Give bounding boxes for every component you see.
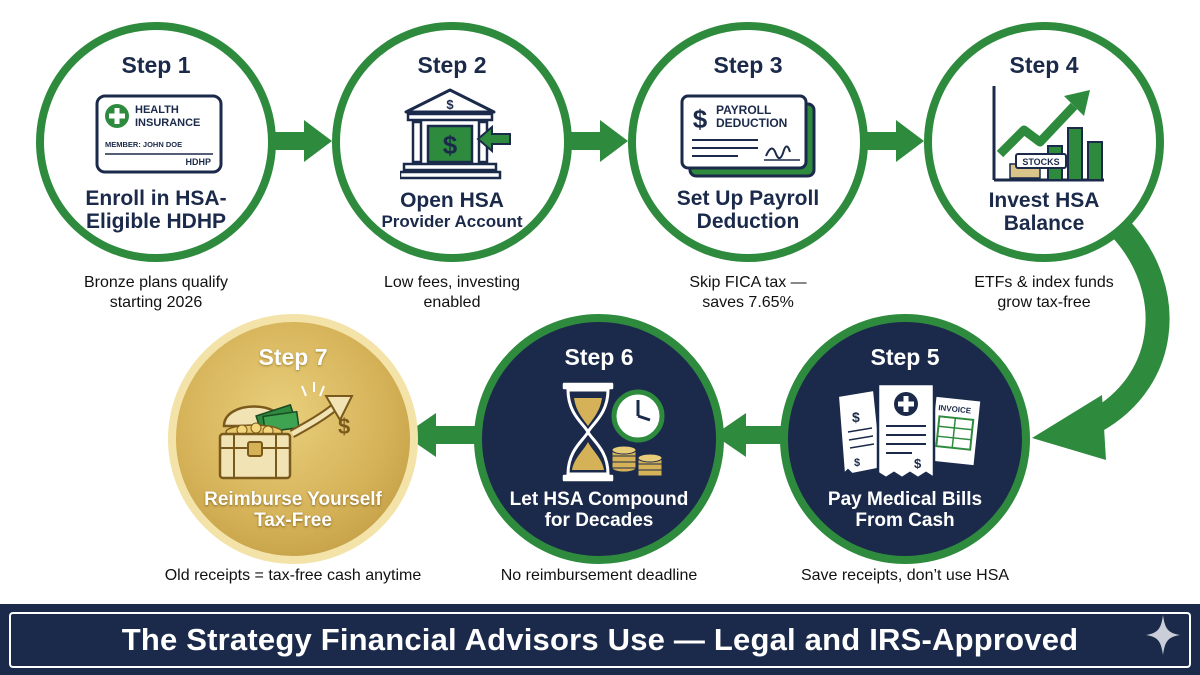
step-1-caption-line-2: starting 2026 <box>109 294 203 311</box>
invoice-label: INVOICE <box>938 403 972 415</box>
step-2-label: Step 2 <box>417 52 487 78</box>
step-1-caption: Bronze plans qualify starting 2026 <box>36 273 276 313</box>
bank-building-icon: $ $ <box>400 88 511 180</box>
card-heading-line-1: HEALTH <box>135 104 179 116</box>
hourglass-clock-coins-icon <box>561 381 665 483</box>
step-6-caption-line-1: No reimbursement deadline <box>500 567 698 584</box>
step-3-caption: Skip FICA tax — saves 7.65% <box>628 273 868 313</box>
step-7-title-line-2: Tax-Free <box>254 509 332 531</box>
step-4-caption-line-1: ETFs & index funds <box>974 274 1114 291</box>
step-1-label: Step 1 <box>121 52 191 78</box>
card-heading-line-2: INSURANCE <box>135 117 200 129</box>
step-2-title: Open HSA Provider Account <box>358 189 546 231</box>
step-7-caption-line-1: Old receipts = tax-free cash anytime <box>164 567 422 584</box>
step-3-label: Step 3 <box>713 52 783 78</box>
stocks-sign: STOCKS <box>1022 157 1059 167</box>
check-dollar: $ <box>693 104 708 134</box>
step-3-title-line-2: Deduction <box>696 209 800 233</box>
arrow-step3-to-step4 <box>860 120 924 162</box>
step-5-circle: Step 5 $ $ INVOICE $ <box>780 314 1030 564</box>
step-4-title-line-2: Balance <box>1003 211 1085 235</box>
payroll-check-icon: $ PAYROLL DEDUCTION <box>680 94 816 178</box>
step-4-title: Invest HSA Balance <box>950 189 1138 235</box>
step-5-caption-line-1: Save receipts, don’t use HSA <box>800 567 1010 584</box>
step-5-label: Step 5 <box>870 344 940 370</box>
step-6-title: Let HSA Compound for Decades <box>500 489 698 531</box>
step-6-circle: Step 6 Let HSA Compound for Decades <box>474 314 724 564</box>
bank-panel-dollar: $ <box>443 130 458 160</box>
card-plan: HDHP <box>185 157 211 167</box>
arrow-step4-to-step5 <box>1032 220 1170 460</box>
banner-frame: The Strategy Financial Advisors Use — Le… <box>9 612 1191 668</box>
step-4-title-line-1: Invest HSA <box>988 189 1100 212</box>
step-7-title: Reimburse Yourself Tax-Free <box>194 489 392 531</box>
step-4-caption: ETFs & index funds grow tax-free <box>924 273 1164 313</box>
step-1-title-line-2: Eligible HDHP <box>85 209 227 233</box>
bill-dollar: $ <box>914 456 922 471</box>
step-3-title: Set Up Payroll Deduction <box>654 187 842 233</box>
health-insurance-card-icon: HEALTH INSURANCE MEMBER: JOHN DOE HDHP <box>95 94 223 174</box>
footer-banner: The Strategy Financial Advisors Use — Le… <box>0 604 1200 675</box>
step-6-title-line-2: for Decades <box>544 509 654 531</box>
step-2-caption: Low fees, investing enabled <box>332 273 572 313</box>
step-3-title-line-1: Set Up Payroll <box>676 187 820 210</box>
card-member: MEMBER: JOHN DOE <box>105 140 182 149</box>
step-1-caption-line-1: Bronze plans qualify <box>83 274 229 291</box>
stocks-growth-chart-icon: STOCKS <box>992 86 1104 182</box>
check-heading-line-2: DEDUCTION <box>716 116 787 130</box>
step-6-caption: No reimbursement deadline <box>454 566 744 586</box>
step-4-caption-line-2: grow tax-free <box>997 294 1091 311</box>
step-7-circle: Step 7 $ <box>168 314 418 564</box>
banner-title: The Strategy Financial Advisors Use — Le… <box>121 622 1079 657</box>
step-6-label: Step 6 <box>564 344 634 370</box>
step-3-circle: Step 3 $ PAYROLL DEDUCTION Set Up Payrol… <box>628 22 868 262</box>
bank-roof-dollar: $ <box>446 97 454 112</box>
step-5-title-line-1: Pay Medical Bills <box>827 489 983 510</box>
arrow-step2-to-step3 <box>564 120 628 162</box>
arrow-step5-to-step6 <box>714 413 788 457</box>
receipt-left-small-dollar: $ <box>854 457 860 469</box>
arrow-step1-to-step2 <box>268 120 332 162</box>
chest-dollar: $ <box>338 414 350 439</box>
step-4-circle: Step 4 STOCKS Invest HSA Balance <box>924 22 1164 262</box>
step-2-title-line-2: Provider Account <box>381 211 523 231</box>
step-5-caption: Save receipts, don’t use HSA <box>760 566 1050 586</box>
step-1-circle: Step 1 HEALTH INSURANCE MEMBER: JOHN DOE… <box>36 22 276 262</box>
step-3-caption-line-1: Skip FICA tax — <box>689 274 807 291</box>
step-6-title-line-1: Let HSA Compound <box>509 489 689 510</box>
step-2-circle: Step 2 $ $ Open HSA Provider Account <box>332 22 572 262</box>
receipt-left-dollar: $ <box>852 409 860 425</box>
step-5-title-line-2: From Cash <box>855 509 955 531</box>
step-5-title: Pay Medical Bills From Cash <box>806 489 1004 531</box>
step-4-label: Step 4 <box>1009 52 1079 78</box>
step-2-title-line-1: Open HSA <box>400 189 504 212</box>
arrow-step6-to-step7 <box>404 413 478 457</box>
sparkle-icon <box>1146 615 1180 655</box>
step-2-caption-line-2: enabled <box>423 294 481 311</box>
step-1-title: Enroll in HSA- Eligible HDHP <box>62 187 250 233</box>
step-7-title-line-1: Reimburse Yourself <box>204 489 382 510</box>
medical-bills-icon: $ $ INVOICE $ <box>836 382 982 481</box>
step-1-title-line-1: Enroll in HSA- <box>85 187 227 210</box>
step-3-caption-line-2: saves 7.65% <box>702 294 794 311</box>
step-7-label: Step 7 <box>258 344 328 370</box>
step-7-caption: Old receipts = tax-free cash anytime <box>130 566 456 586</box>
treasure-chest-icon: $ <box>218 382 354 480</box>
step-2-caption-line-1: Low fees, investing <box>383 274 521 291</box>
check-heading-line-1: PAYROLL <box>716 103 771 117</box>
